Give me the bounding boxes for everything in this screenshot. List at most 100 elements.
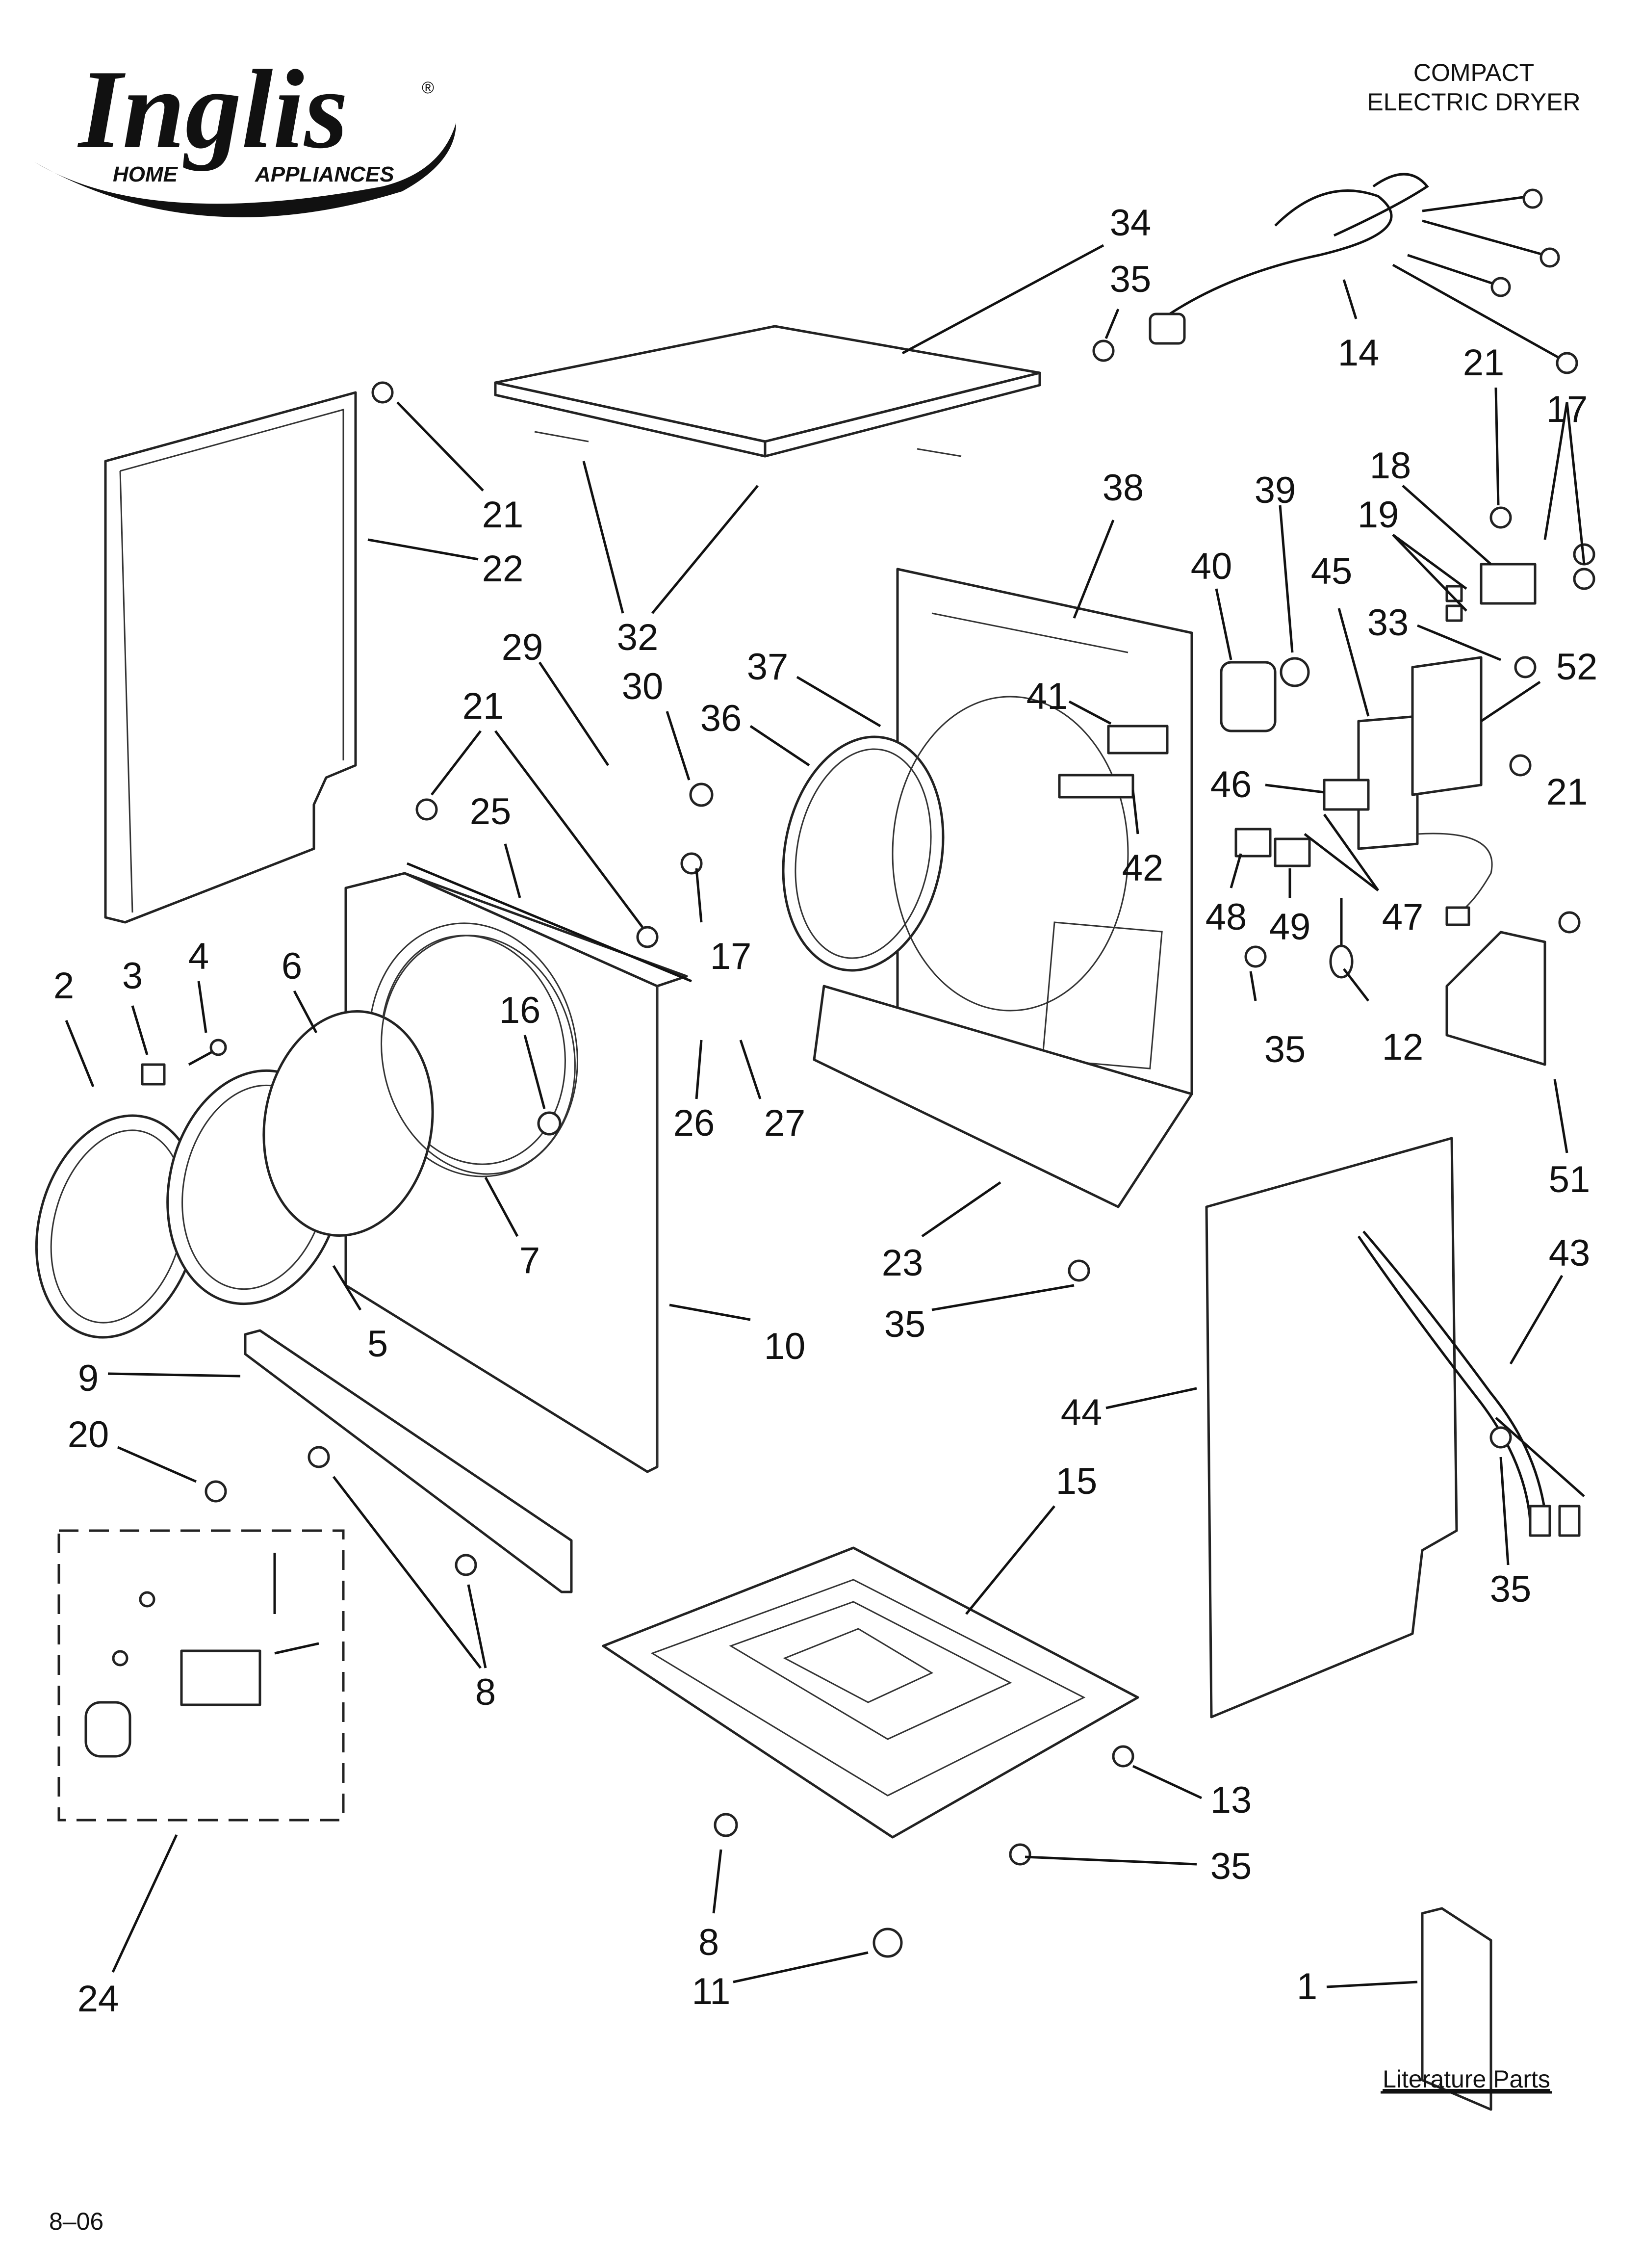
callout-label: 25	[470, 791, 512, 833]
terminal-block-18	[1480, 563, 1537, 605]
callout-label: 24	[77, 1978, 119, 2020]
door-inner-ring	[262, 1010, 434, 1237]
callout-label: 42	[1122, 847, 1164, 889]
brand-name: Inglis	[77, 47, 348, 172]
power-cord	[1149, 173, 1578, 374]
door-outer-ring	[35, 1114, 201, 1339]
callout-label: 32	[617, 617, 659, 658]
base-plate	[602, 1546, 1139, 1839]
callout-label: 29	[502, 626, 543, 668]
callout-label: 10	[764, 1326, 806, 1367]
callout-label: 16	[499, 990, 541, 1031]
callout-label: 44	[1061, 1392, 1103, 1434]
literature-booklet	[1421, 1907, 1492, 2111]
callout-label: 6	[282, 945, 302, 987]
callout-label: 22	[482, 548, 524, 590]
right-side-panel	[1205, 1137, 1458, 1719]
callout-label: 46	[1210, 764, 1252, 806]
callout-label: 26	[673, 1102, 715, 1144]
part-drawings	[35, 173, 1595, 2111]
bracket-42	[1058, 774, 1134, 799]
callout-label: 34	[1110, 202, 1152, 244]
callout-label: 5	[367, 1323, 388, 1365]
fuse-12	[1329, 898, 1354, 979]
door-gasket	[381, 935, 576, 1175]
callout-label: 21	[482, 494, 524, 536]
brand-subtitle-right: APPLIANCES	[255, 162, 394, 186]
callout-label: 11	[692, 1971, 731, 2012]
switch-48	[1234, 828, 1272, 858]
callout-label: 19	[1358, 494, 1399, 536]
callout-label: 45	[1311, 550, 1353, 592]
registered-mark: ®	[422, 78, 434, 97]
callout-label: 35	[1490, 1568, 1532, 1610]
callout-label: 17	[710, 936, 752, 977]
thermostat-41	[1107, 725, 1169, 755]
callout-label: 18	[1370, 445, 1411, 487]
door-hinge-kit	[57, 1529, 345, 1822]
callout-label: 8	[698, 1922, 719, 1963]
inglis-logo: Inglis ® HOME APPLIANCES	[34, 47, 456, 217]
callout-label: 21	[1463, 342, 1505, 384]
wire-45	[1417, 833, 1493, 918]
screw-4	[188, 1039, 227, 1066]
wire-harness	[1357, 1230, 1585, 1537]
callout-label: 36	[700, 698, 742, 739]
top-strip	[407, 862, 692, 983]
callout-label: 39	[1255, 469, 1296, 511]
callout-label: 41	[1026, 676, 1068, 717]
callout-label: 35	[884, 1303, 926, 1345]
plate-46	[1323, 779, 1370, 811]
callout-label: 35	[1210, 1846, 1252, 1887]
product-line-2: ELECTRIC DRYER	[1367, 88, 1580, 116]
callout-label: 3	[122, 955, 143, 997]
date-code: 8–06	[49, 2208, 103, 2235]
callout-label: 37	[747, 646, 789, 688]
callout-label: 35	[1264, 1029, 1306, 1070]
top-panel	[494, 325, 1041, 458]
callout-label: 8	[475, 1671, 496, 1713]
callout-label: 51	[1549, 1159, 1591, 1200]
callout-label: 14	[1338, 332, 1380, 374]
bracket-51	[1445, 931, 1546, 1066]
grommet-39	[1280, 657, 1310, 687]
screws	[205, 339, 1595, 1958]
literature-parts-caption: Literature Parts	[1383, 2065, 1550, 2093]
callout-label: 17	[1546, 389, 1588, 430]
drum-seal	[782, 696, 1129, 1012]
callout-label: 7	[519, 1240, 540, 1281]
callout-label: 49	[1269, 906, 1311, 948]
callout-labels: 34 35 14 21 17 18 19 38 39 40 45 33 52 2…	[53, 202, 1597, 2020]
connector-45	[1445, 906, 1470, 926]
bulkhead-support	[813, 985, 1193, 1208]
left-side-panel	[104, 391, 357, 924]
callout-label: 35	[1110, 259, 1152, 300]
callout-label: 43	[1549, 1232, 1591, 1274]
callout-label: 20	[68, 1414, 109, 1456]
callout-label: 33	[1367, 602, 1409, 644]
callout-label: 12	[1382, 1026, 1424, 1068]
product-line-1: COMPACT	[1413, 59, 1534, 86]
strike-plate	[141, 1063, 166, 1086]
callout-label: 40	[1191, 546, 1232, 587]
callout-label: 52	[1556, 646, 1598, 688]
callout-label: 38	[1103, 467, 1144, 509]
callout-label: 9	[78, 1357, 99, 1399]
leader-lines	[65, 244, 1586, 1988]
callout-label: 30	[622, 666, 664, 707]
callout-label: 47	[1382, 896, 1424, 938]
callout-label: 4	[188, 936, 209, 977]
callout-label: 23	[882, 1242, 924, 1284]
cover-40	[1220, 661, 1277, 732]
callout-label: 15	[1056, 1460, 1098, 1502]
switch-49	[1274, 837, 1311, 867]
callout-label: 2	[53, 965, 74, 1007]
callout-label: 13	[1210, 1779, 1252, 1821]
brand-subtitle-left: HOME	[113, 162, 179, 186]
callout-label: 27	[764, 1102, 806, 1144]
panel-52	[1411, 656, 1483, 796]
toe-panel	[244, 1329, 573, 1593]
clip-19b	[1445, 604, 1463, 622]
callout-label: 48	[1206, 896, 1247, 938]
